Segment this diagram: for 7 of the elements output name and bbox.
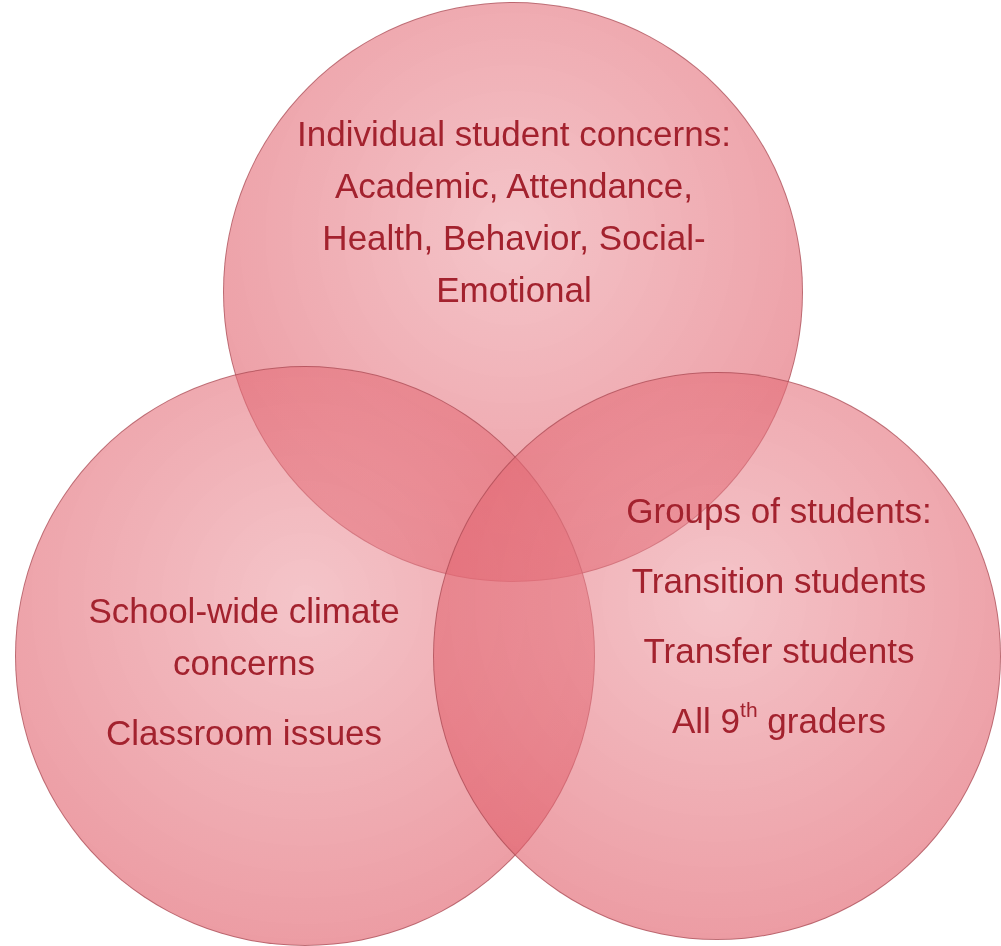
circle-label: Transfer students bbox=[642, 630, 916, 672]
circle-label: Individual student concerns: Academic, Attendance, Health, Behavior, Social-Emotional bbox=[296, 113, 732, 311]
circle-label: Transition students bbox=[630, 560, 928, 602]
circle-label: All 9$^{th}$ graders bbox=[671, 697, 887, 742]
circle-label: Classroom issues bbox=[104, 712, 384, 754]
circle-label: Groups of students: bbox=[625, 490, 933, 532]
circle-label: School-wide climate concerns bbox=[87, 590, 401, 684]
